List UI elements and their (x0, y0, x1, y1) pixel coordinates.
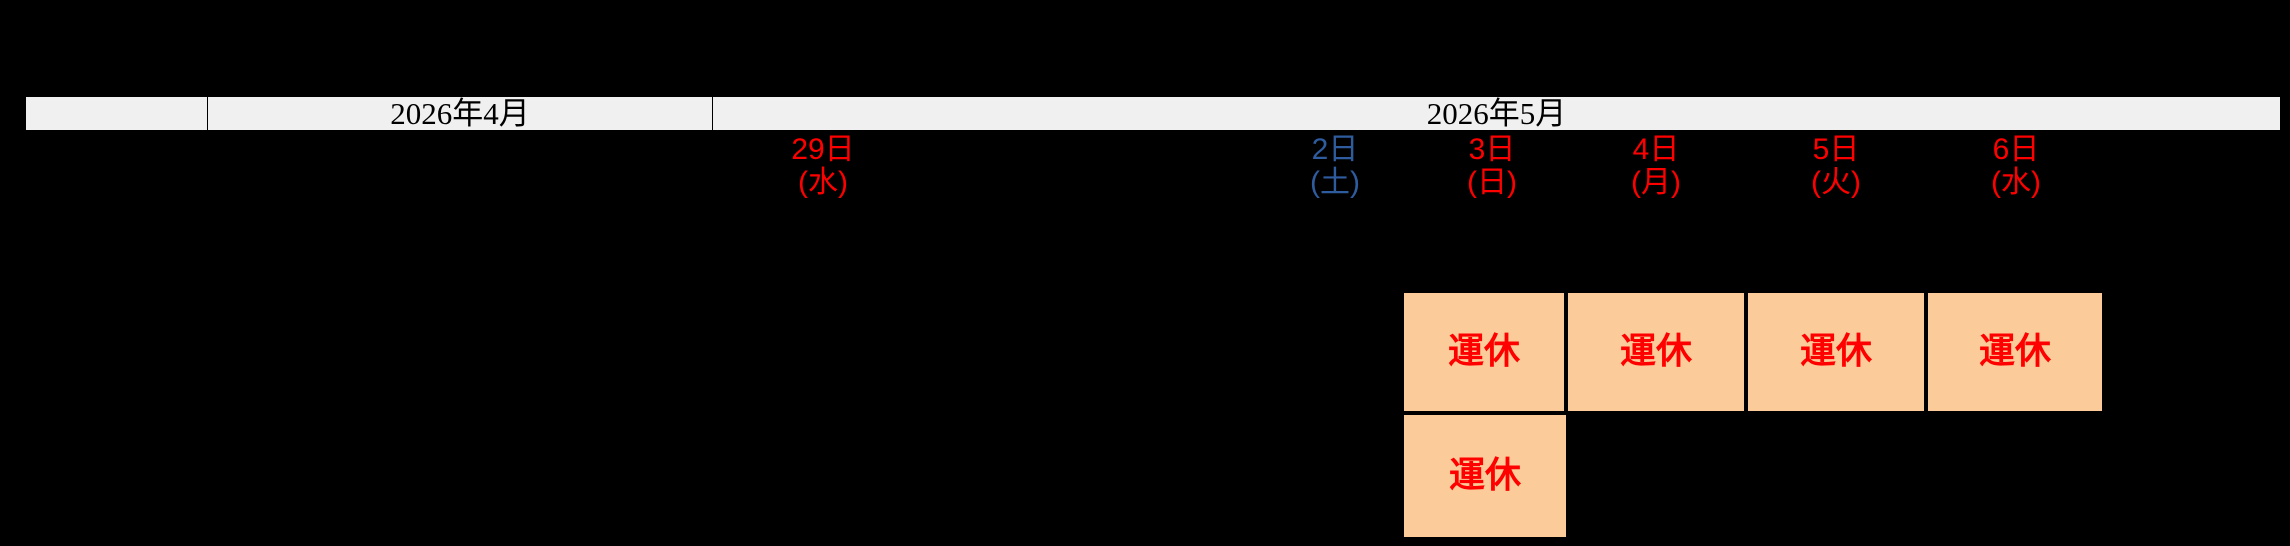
day-header-4: 4日(月) (1566, 133, 1746, 199)
service-status-cell[interactable]: 運休 (1402, 413, 1568, 539)
day-number: 2日 (1311, 133, 1359, 166)
day-weekday: (水) (1991, 166, 2041, 199)
day-number: 6日 (1992, 133, 2040, 166)
day-number: 4日 (1632, 133, 1680, 166)
month-header-row: 2026年4月 2026年5月 (25, 96, 2281, 131)
day-header-29: 29日(水) (733, 133, 913, 199)
day-weekday: (水) (798, 166, 848, 199)
day-header-3: 3日(日) (1402, 133, 1582, 199)
day-header-row: 29日(水)2日(土)3日(日)4日(月)5日(火)6日(水) (0, 133, 2290, 199)
day-header-6: 6日(水) (1926, 133, 2106, 199)
day-number: 29日 (791, 133, 855, 166)
day-weekday: (月) (1631, 166, 1681, 199)
service-status-cell[interactable]: 運休 (1926, 291, 2104, 413)
day-number: 5日 (1812, 133, 1860, 166)
month-header-april: 2026年4月 (207, 96, 712, 131)
day-weekday: (火) (1811, 166, 1861, 199)
day-weekday: (日) (1467, 166, 1517, 199)
service-status-cell[interactable]: 運休 (1746, 291, 1926, 413)
month-header-blank (25, 96, 207, 131)
day-header-2: 2日(土) (1245, 133, 1425, 199)
day-weekday: (土) (1310, 166, 1360, 199)
day-header-5: 5日(火) (1746, 133, 1926, 199)
month-header-may: 2026年5月 (712, 96, 2281, 131)
day-number: 3日 (1468, 133, 1516, 166)
service-status-cell[interactable]: 運休 (1402, 291, 1566, 413)
service-status-cell[interactable]: 運休 (1566, 291, 1746, 413)
